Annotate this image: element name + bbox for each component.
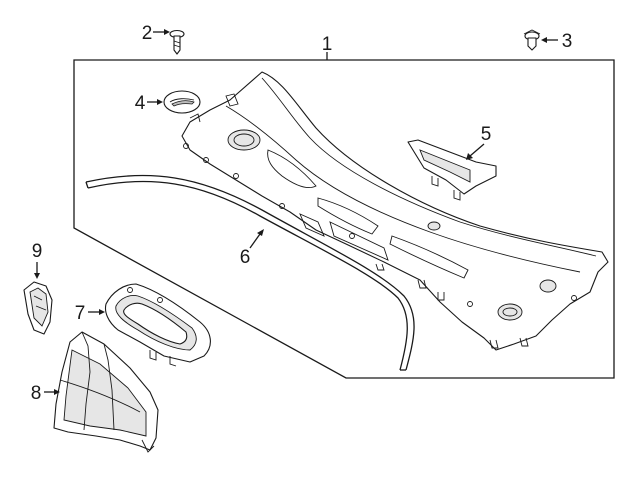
arrow-5 [466,153,473,160]
callout-2: 2 [142,23,153,44]
callout-5: 5 [481,124,492,145]
callout-3: 3 [562,31,573,52]
arrow-6 [257,229,264,236]
screw-part-2 [169,29,185,55]
leader-6 [249,233,261,249]
assembly-boundary [73,59,615,379]
callout-9: 9 [32,241,43,262]
arrow-2 [164,29,170,35]
callout-6: 6 [240,247,251,268]
bracket-part-5 [407,139,497,201]
arrow-8 [54,389,60,395]
leader-5 [469,143,485,157]
callout-4: 4 [135,93,146,114]
plug-part-4 [163,90,201,114]
arrow-7 [99,309,105,315]
frame-part-7 [104,283,211,367]
callout-8: 8 [31,383,42,404]
seal-strip-part-6 [85,174,415,371]
cover-part-8 [53,331,159,453]
bracket-part-9 [23,281,53,335]
arrow-4 [157,99,163,105]
arrow-3 [541,37,547,43]
callout-7: 7 [75,303,86,324]
callout-1: 1 [322,34,333,55]
arrow-9 [34,273,40,279]
cowl-panel-part [181,71,609,351]
clip-part-3 [523,29,541,51]
